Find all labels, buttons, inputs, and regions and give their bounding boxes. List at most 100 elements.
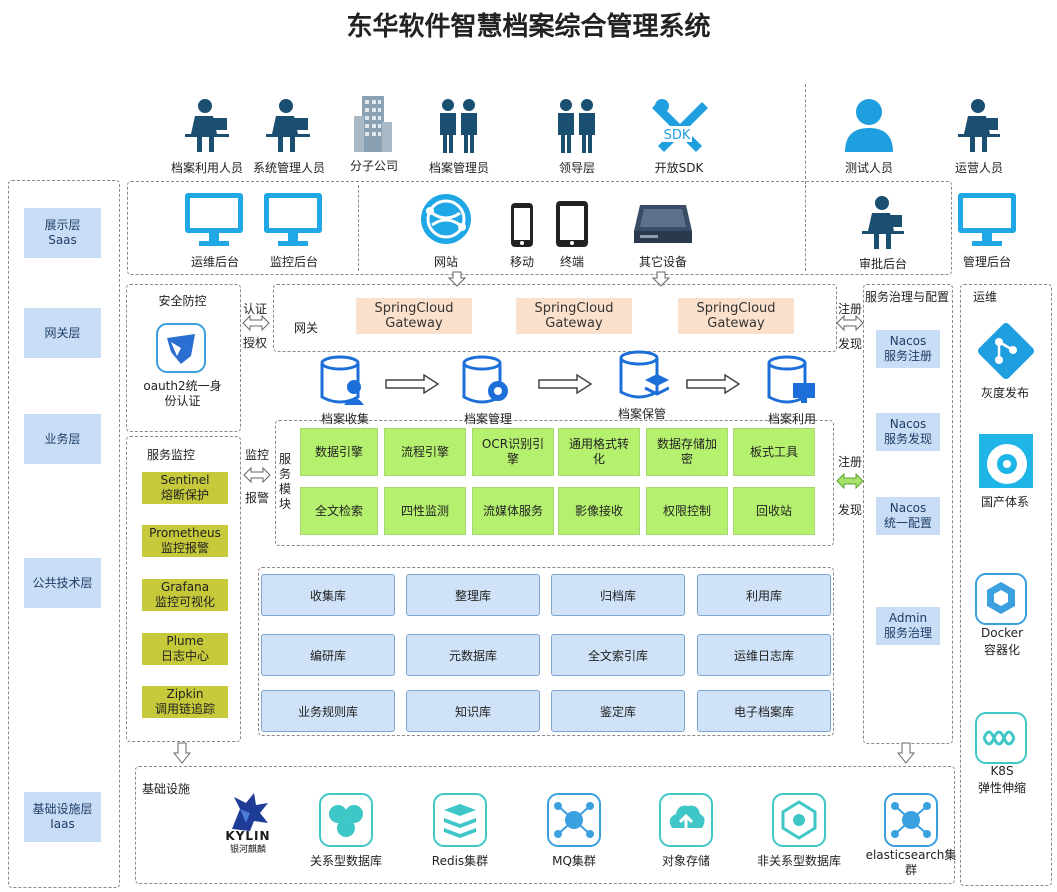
kylin-logo-text: KYLIN [225,829,271,843]
gateway-frame [273,284,837,352]
service-monitor-frame [126,436,241,742]
terminal-label-mobile: 移动 [509,255,534,269]
ops-frame [960,284,1052,886]
service-module-frame [275,420,834,546]
terminal-label-terminal: 终端 [559,255,584,269]
service-recycle-bin: 回收站 [733,487,815,535]
ops-label-k8s: K8S [990,764,1014,778]
monitor-arrow-top-label: 监控 [244,448,269,462]
tablet-terminal-icon [556,201,588,247]
register-mid-label: 注册 [837,455,862,469]
gateway-label: 网关 [294,321,319,335]
top-divider-line [805,84,806,184]
relational-db-icon [319,793,373,847]
service-flow-engine: 流程引擎 [384,428,466,476]
ops-label-docker-sub: 容器化 [983,643,1020,657]
service-permission-control: 权限控制 [646,487,728,535]
domestic-system-disc-icon [979,434,1033,488]
service-data-engine: 数据引擎 [300,428,378,476]
down-arrow-icon [652,271,670,287]
db-collect: 收集库 [261,574,395,616]
auth-arrow-bottom-label: 授权 [242,336,267,350]
monitor-arrow-bottom-label: 报警 [244,491,269,505]
leadership-icon [558,99,595,153]
monitoring-console-monitor-icon [264,193,322,246]
sdk-icon-text: SDK [664,128,691,143]
terminal-label-monitoring-console: 监控后台 [269,255,318,269]
service-format-convert: 通用格式转化 [558,428,640,476]
user-label-leadership: 领导层 [558,161,595,175]
db-electronic-archive: 电子档案库 [697,690,831,732]
ops-label-gray-release: 灰度发布 [980,386,1029,400]
db-business-rules: 业务规则库 [261,690,395,732]
oauth-label-line2: 份认证 [164,394,201,408]
service-fulltext-search: 全文检索 [300,487,378,535]
down-arrow-icon [448,271,466,287]
down-arrow-icon [897,742,915,764]
infra-label-redis: Redis集群 [431,854,489,868]
db-metadata: 元数据库 [406,634,540,676]
ops-title: 运维 [973,290,998,304]
tester-icon [845,99,893,152]
discover-mid-label: 发现 [837,503,862,517]
infra-label-nosql-db: 非关系型数据库 [756,854,841,868]
db-appraisal: 鉴定库 [551,690,685,732]
display-divider-left [358,185,359,271]
object-storage-icon [659,793,713,847]
governance-title: 服务治理与配置 [864,290,949,304]
archive-manager-icon [440,99,477,153]
oauth-shield-icon [156,323,206,373]
bidirectional-arrow-icon [243,466,271,484]
archive-manage-db-icon [462,355,508,404]
ops-label-domestic-system: 国产体系 [980,495,1029,509]
terminal-label-website: 网站 [433,255,458,269]
other-device-scanner-icon [634,205,692,243]
infra-label-mq: MQ集群 [552,854,596,868]
oauth-label-line1: oauth2统一身 [143,379,222,393]
user-label-archive-manager: 档案管理员 [428,161,489,175]
user-label-system-admin: 系统管理人员 [252,161,325,175]
infra-label-object-storage: 对象存储 [661,854,710,868]
service-monitor-title: 服务监控 [146,448,195,462]
ops-console-monitor-icon [185,193,243,246]
kylin-logo-icon [232,793,268,831]
k8s-scaling-icon [975,712,1027,764]
display-divider-right [805,185,806,271]
mq-cluster-icon [547,793,601,847]
layer-common-tech: 公共技术层 [24,558,101,608]
elasticsearch-cluster-icon [884,793,938,847]
db-knowledge: 知识库 [406,690,540,732]
service-image-receive: 影像接收 [558,487,640,535]
bidirectional-arrow-icon [242,314,270,332]
auth-arrow-top-label: 认证 [242,302,267,316]
flow-arrow-icon [686,374,740,394]
security-title: 安全防控 [158,294,207,308]
open-sdk-icon: SDK Azure [652,99,708,152]
security-frame [126,284,241,432]
db-archive: 归档库 [551,574,685,616]
flow-label-collect: 档案收集 [320,412,369,426]
archive-preserve-db-icon [619,350,669,399]
service-module-char-3: 模 [278,482,291,496]
terminal-label-management-console: 管理后台 [962,255,1011,269]
db-compile: 编研库 [261,634,395,676]
layer-gateway: 网关层 [24,308,101,358]
service-module-char-2: 务 [278,467,291,481]
down-arrow-icon [173,742,191,764]
terminal-label-ops-console: 运维后台 [190,255,239,269]
flow-label-manage: 档案管理 [463,412,512,426]
layer-column-frame [8,180,120,888]
nosql-db-icon [772,793,826,847]
kylin-logo-subtext: 银河麒麟 [229,845,266,855]
service-layout-tool: 板式工具 [733,428,815,476]
operator-icon [958,99,1000,152]
